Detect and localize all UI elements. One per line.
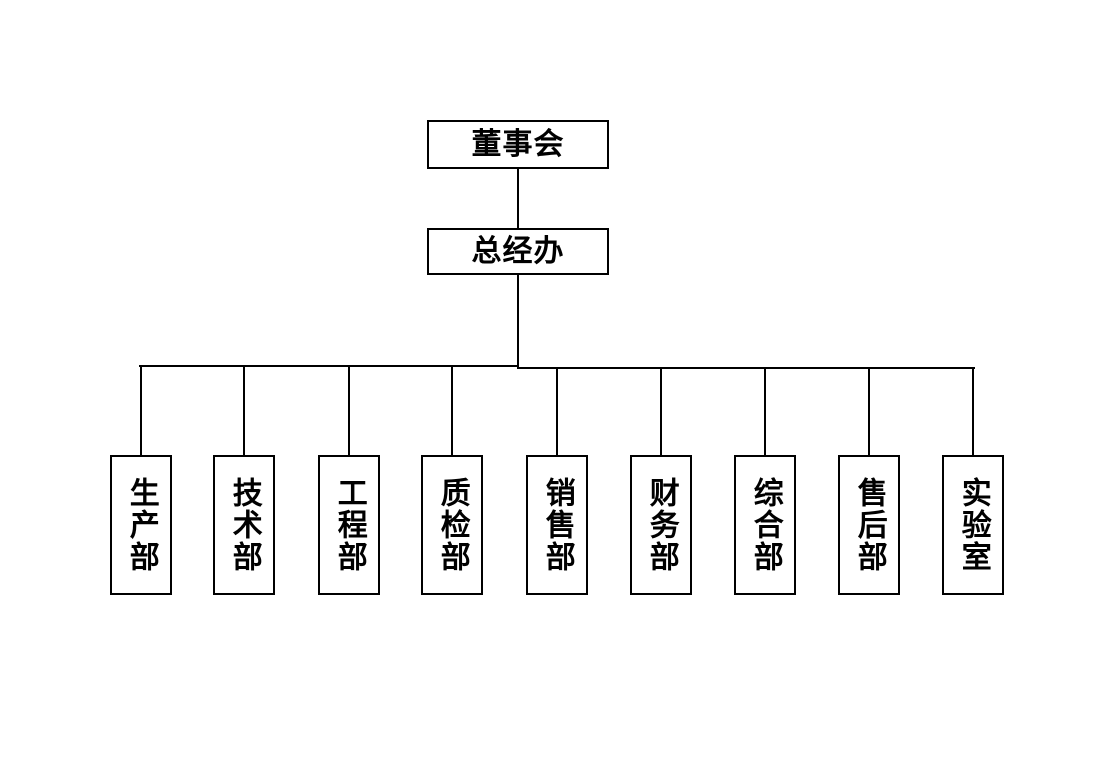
- dept-node-label: 综合部: [748, 477, 782, 573]
- dept-node-after-sales: 售后部: [838, 455, 900, 595]
- dept-node-finance: 财务部: [630, 455, 692, 595]
- dept-node-general-affairs: 综合部: [734, 455, 796, 595]
- dept-node-laboratory: 实验室: [942, 455, 1004, 595]
- org-node-board: 董事会: [427, 120, 609, 169]
- org-node-gm-office: 总经办: [427, 228, 609, 275]
- connector-drop-finance: [660, 367, 662, 455]
- dept-node-label: 工程部: [332, 477, 366, 573]
- connector-drop-quality: [451, 365, 453, 455]
- connector-gm-to-bus: [517, 275, 519, 369]
- dept-node-label: 实验室: [956, 477, 990, 573]
- dept-node-label: 质检部: [435, 477, 469, 573]
- connector-drop-production: [140, 365, 142, 455]
- connector-drop-laboratory: [972, 367, 974, 455]
- org-node-board-label: 董事会: [471, 127, 565, 161]
- org-node-gm-office-label: 总经办: [471, 234, 565, 268]
- connector-drop-technology: [243, 365, 245, 455]
- dept-node-engineering: 工程部: [318, 455, 380, 595]
- dept-node-quality-inspection: 质检部: [421, 455, 483, 595]
- dept-node-label: 生产部: [124, 477, 158, 573]
- dept-node-label: 财务部: [644, 477, 678, 573]
- dept-node-production: 生产部: [110, 455, 172, 595]
- connector-bus-left: [139, 365, 519, 367]
- connector-board-to-gm: [517, 169, 519, 228]
- connector-drop-general-affairs: [764, 367, 766, 455]
- dept-node-technology: 技术部: [213, 455, 275, 595]
- dept-node-sales: 销售部: [526, 455, 588, 595]
- dept-node-label: 售后部: [852, 477, 886, 573]
- connector-drop-sales: [556, 367, 558, 455]
- dept-node-label: 技术部: [227, 477, 261, 573]
- connector-drop-engineering: [348, 365, 350, 455]
- connector-drop-after-sales: [868, 367, 870, 455]
- dept-node-label: 销售部: [540, 477, 574, 573]
- connector-bus-right: [517, 367, 975, 369]
